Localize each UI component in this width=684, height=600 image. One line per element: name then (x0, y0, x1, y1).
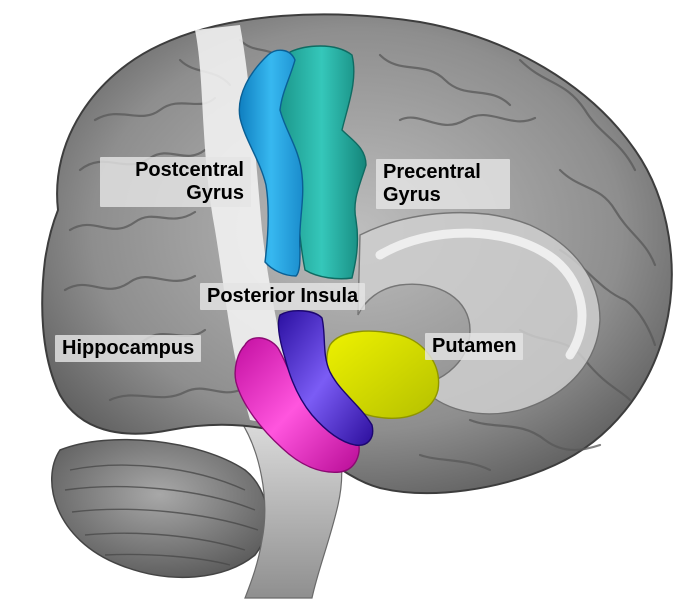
white-matter (195, 25, 300, 430)
postcentral-gyrus-label: Postcentral Gyrus (100, 157, 251, 207)
precentral-label-line2: Gyrus (383, 184, 441, 206)
cerebellum-shape (51, 438, 268, 579)
hippocampus-region (234, 337, 360, 473)
callosum-arc (375, 228, 587, 360)
postcentral-label-line1: Postcentral (135, 159, 244, 181)
precentral-label-line1: Precentral (383, 161, 481, 183)
precentral-gyrus-label: Precentral Gyrus (376, 159, 510, 209)
putamen-label: Putamen (425, 333, 524, 360)
medial-surface (357, 211, 601, 415)
postcentral-label-line2: Gyrus (186, 182, 244, 204)
postcentral-gyrus-region (238, 49, 304, 277)
posterior-insula-region (277, 310, 374, 446)
hippocampus-label: Hippocampus (55, 335, 202, 362)
cerebellum-folds (64, 464, 259, 566)
posterior-insula-label: Posterior Insula (200, 283, 366, 310)
